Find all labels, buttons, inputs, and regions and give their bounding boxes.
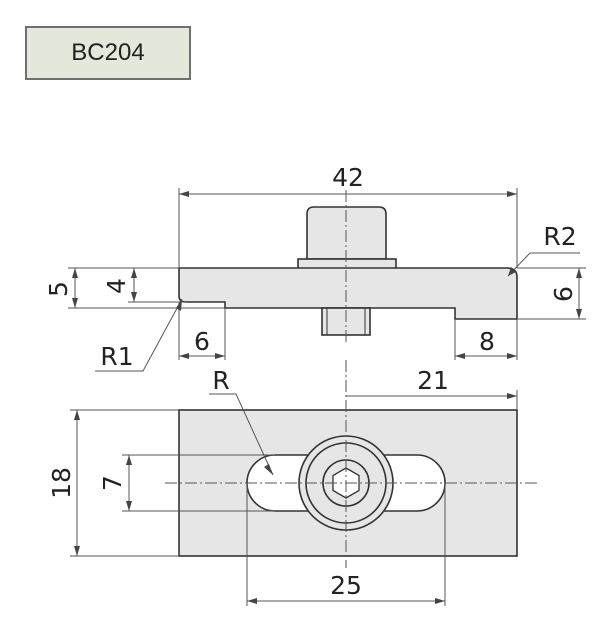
part-code-label: BC204 xyxy=(71,39,145,66)
dim-7-label: 7 xyxy=(98,475,127,491)
dim-21-label: 21 xyxy=(417,366,449,395)
dimension-labels: 42 R2 5 4 6 6 8 R1 21 R 18 7 25 xyxy=(44,163,578,600)
dim-8-label: 8 xyxy=(479,327,495,356)
center-lines xyxy=(165,190,540,568)
arrowheads xyxy=(72,191,582,604)
dim-r2-label: R2 xyxy=(543,222,576,251)
dim-6-right-label: 6 xyxy=(549,286,578,302)
dim-6-left-label: 6 xyxy=(194,327,210,356)
dim-r1-label: R1 xyxy=(100,342,133,371)
dim-25-label: 25 xyxy=(330,571,362,600)
side-view xyxy=(178,206,518,336)
dim-4-label: 4 xyxy=(102,278,131,294)
dim-42-label: 42 xyxy=(332,163,364,192)
part-code-badge: BC204 xyxy=(25,26,191,80)
dimension-lines xyxy=(68,188,586,606)
dim-r-label: R xyxy=(212,366,229,395)
dim-18-label: 18 xyxy=(47,467,76,499)
dim-5-label: 5 xyxy=(44,281,73,297)
